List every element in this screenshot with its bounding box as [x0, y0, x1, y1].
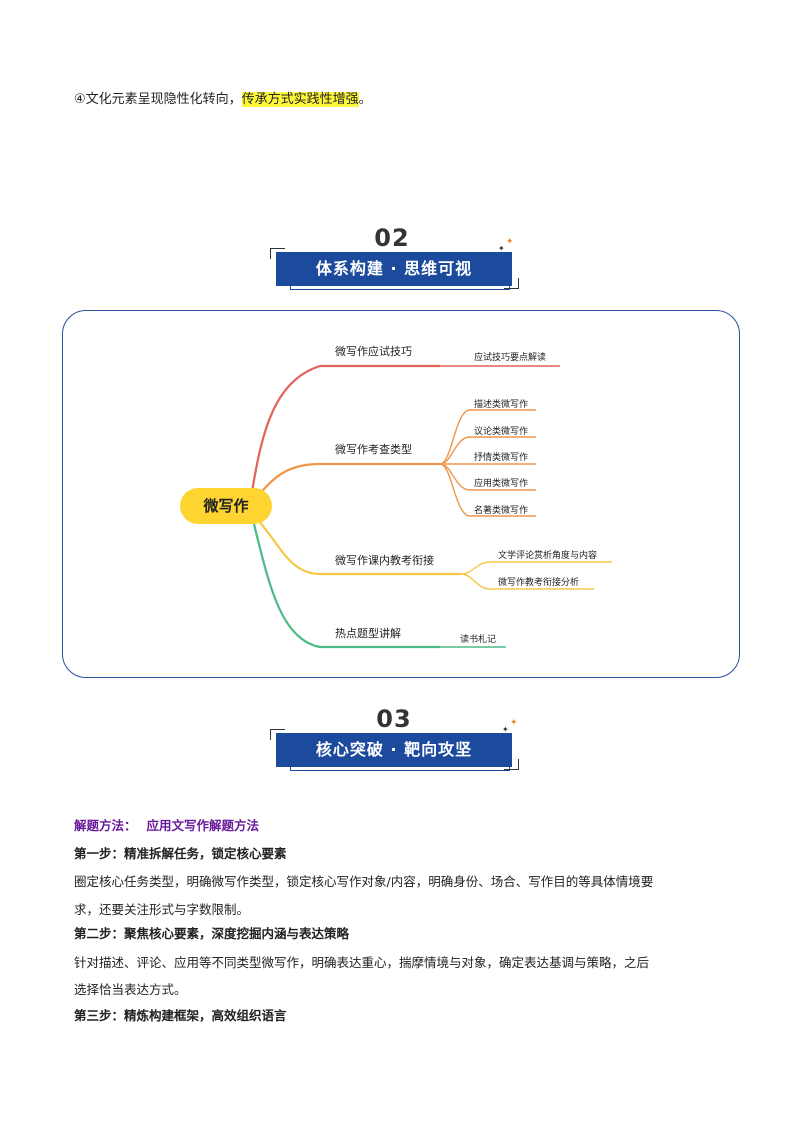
step1-body-line2: 求，还要关注形式与字数限制。: [74, 902, 250, 917]
section3-corner-br: [504, 759, 519, 770]
branch-child-4-1: 读书札记: [460, 635, 497, 645]
sparkle-icon-small: ✦: [502, 725, 509, 734]
section3-title: 核心突破 · 靶向攻坚: [276, 733, 512, 767]
branch-line-4: [252, 523, 440, 649]
method-heading-value: 应用文写作解题方法: [146, 818, 260, 833]
intro-prefix: ④文化元素呈现隐性化转向，: [74, 92, 242, 107]
branch-child-line-3-1: [459, 561, 612, 575]
branch-child-2-2: 议论类微写作: [474, 427, 529, 437]
method-heading: 解题方法： 应用文写作解题方法: [74, 812, 734, 840]
step2-body-line1: 针对描述、评论、应用等不同类型微写作，明确表达重心，揣摩情境与对象，确定表达基调…: [74, 955, 650, 970]
intro-highlight: 传承方式实践性增强: [241, 92, 359, 107]
branch-label-4: 热点题型讲解: [335, 627, 401, 640]
branch-label-2: 微写作考查类型: [335, 443, 412, 456]
branch-child-line-2-5: [439, 463, 536, 517]
section3-corner-tl: [270, 729, 285, 740]
section2-number: 02: [374, 224, 410, 252]
method-heading-label: 解题方法：: [74, 818, 137, 833]
branch-child-1-1: 应试技巧要点解读: [474, 353, 547, 363]
branch-child-2-4: 应用类微写作: [474, 479, 529, 489]
step2-body-line2: 选择恰当表达方式。: [74, 982, 187, 997]
intro-suffix: 。: [358, 92, 372, 107]
step3-title: 第三步：精炼构建框架，高效组织语言: [74, 1008, 287, 1023]
branch-label-3: 微写作课内教考衔接: [335, 554, 434, 567]
branch-child-2-1: 描述类微写作: [474, 400, 529, 410]
branch-line-2: [257, 462, 440, 497]
step1-title: 第一步：精准拆解任务，锁定核心要素: [74, 846, 287, 861]
branch-label-1: 微写作应试技巧: [335, 345, 412, 358]
branch-line-1: [250, 364, 440, 493]
section2-corner-br: [504, 278, 519, 289]
branch-child-line-2-2: [439, 436, 536, 465]
section2-title: 体系构建 · 思维可视: [276, 252, 512, 286]
branch-child-3-1: 文学评论赏析角度与内容: [498, 551, 598, 561]
branch-child-2-3: 抒情类微写作: [474, 453, 529, 463]
sparkle-icon: ✦: [506, 237, 514, 247]
branch-child-2-5: 名著类微写作: [474, 506, 529, 516]
step1-body-line1: 圈定核心任务类型，明确微写作类型，锁定核心写作对象/内容，明确身份、场合、写作目…: [74, 874, 654, 889]
branch-child-line-2-1: [439, 409, 536, 465]
branch-child-line-3-2: [459, 573, 594, 590]
section2-corner-tl: [270, 248, 285, 259]
mindmap-center-node: 微写作: [180, 488, 272, 524]
section3-number: 03: [376, 705, 412, 733]
intro-line: ④文化元素呈现隐性化转向，传承方式实践性增强。: [74, 90, 372, 110]
sparkle-icon-small: ✦: [498, 244, 505, 253]
branch-child-3-2: 微写作教考衔接分析: [498, 578, 580, 588]
sparkle-icon: ✦: [510, 718, 518, 728]
branch-line-3: [257, 519, 460, 576]
step2-title: 第二步：聚焦核心要素，深度挖掘内涵与表达策略: [74, 926, 350, 941]
mindmap-box: [62, 310, 740, 678]
